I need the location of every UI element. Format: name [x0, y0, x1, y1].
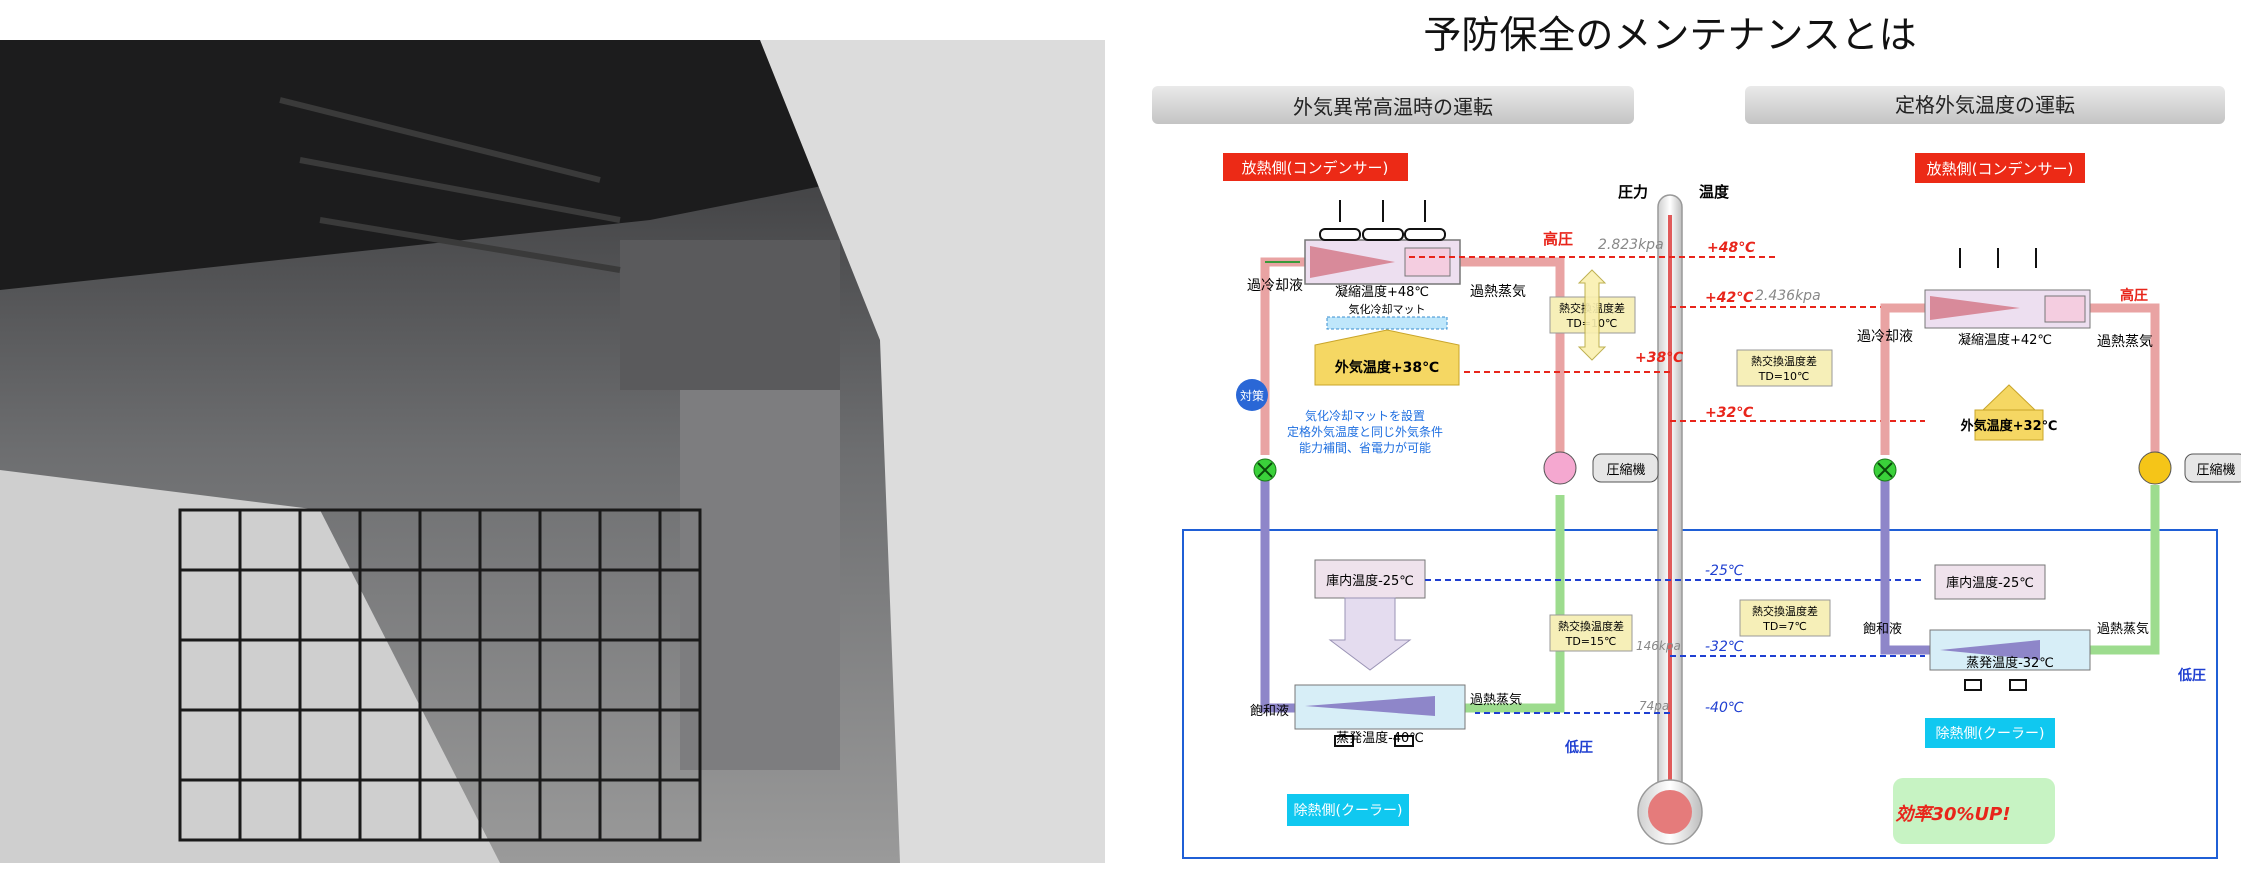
left-diff-bottom-value: TD=15℃: [1565, 635, 1617, 648]
right-room-temp: 庫内温度-25℃: [1946, 575, 2034, 591]
pressure-label: 圧力: [1618, 183, 1648, 201]
temp-minus-40: -40℃: [1705, 700, 1744, 716]
left-high-pressure: 高圧: [1543, 230, 1573, 248]
left-diff-bottom-title: 熱交換温度差: [1558, 619, 1624, 633]
refrigeration-diagram: 予防保全のメンテナンスとは 外気異常高温時の運転 定格外気温度の運転 圧力 温度: [1105, 0, 2241, 871]
temp-38: +38℃: [1635, 350, 1683, 366]
left-low-pressure: 低圧: [1564, 739, 1593, 756]
pressure-74: 74pa: [1639, 699, 1669, 713]
right-compressor: 圧縮機: [2196, 462, 2235, 478]
right-ambient: 外気温度+32℃: [1960, 418, 2058, 434]
left-condense-temp: 凝縮温度+48℃: [1335, 284, 1429, 300]
left-compressor: 圧縮機: [1606, 462, 1645, 478]
left-note-1: 気化冷却マットを設置: [1305, 408, 1425, 423]
temp-48: +48℃: [1707, 240, 1755, 256]
right-low-pressure: 低圧: [2177, 667, 2206, 684]
left-ambient: 外気温度+38℃: [1335, 359, 1439, 376]
right-cooler-label: 除熱側(クーラー): [1936, 726, 2045, 742]
left-panel-header-text: 外気異常高温時の運転: [1293, 95, 1493, 119]
temperature-label: 温度: [1699, 183, 1730, 201]
right-diff-bottom-value: TD=7℃: [1762, 620, 1807, 633]
left-saturated: 飽和液: [1250, 704, 1289, 719]
right-condenser-label: 放熱側(コンデンサー): [1927, 160, 2074, 178]
temp-minus-32: -32℃: [1705, 639, 1744, 655]
right-diff-top-value: TD=10℃: [1758, 370, 1810, 383]
page-title: 予防保全のメンテナンスとは: [1423, 13, 1916, 57]
efficiency-badge: 効率30%UP!: [1895, 804, 2010, 825]
right-superheated-top: 過熱蒸気: [2097, 334, 2153, 350]
left-superheated-top: 過熱蒸気: [1470, 284, 1526, 300]
thermometer: [1638, 195, 1702, 844]
right-diff-bottom-title: 熱交換温度差: [1752, 604, 1818, 618]
pressure-2436: 2.436kpa: [1755, 288, 1821, 304]
left-note-3: 能力補間、省電力が可能: [1299, 440, 1431, 455]
right-superheated-bottom: 過熱蒸気: [2097, 621, 2149, 637]
temp-32: +32℃: [1705, 405, 1753, 421]
left-cooling-mat: 気化冷却マット: [1349, 302, 1426, 316]
left-superheated-bottom: 過熱蒸気: [1470, 692, 1522, 708]
right-evap-temp: 蒸発温度-32℃: [1966, 655, 2054, 671]
left-subcooled: 過冷却液: [1247, 278, 1303, 294]
right-high-pressure: 高圧: [2120, 287, 2148, 304]
left-note-2: 定格外気温度と同じ外気条件: [1287, 424, 1443, 439]
right-condense-temp: 凝縮温度+42℃: [1958, 332, 2052, 348]
left-cooler-label: 除熱側(クーラー): [1294, 803, 1403, 819]
left-condenser-label: 放熱側(コンデンサー): [1242, 159, 1389, 177]
right-saturated: 飽和液: [1863, 622, 1902, 637]
right-cycle: [1874, 248, 2241, 690]
right-panel-header-text: 定格外気温度の運転: [1895, 93, 2075, 117]
left-room-temp: 庫内温度-25℃: [1326, 573, 1414, 589]
right-subcooled: 過冷却液: [1857, 329, 1913, 345]
equipment-photo: [0, 40, 1105, 863]
temp-42: +42℃: [1705, 290, 1753, 306]
pressure-2823: 2.823kpa: [1598, 237, 1664, 253]
right-diff-top-title: 熱交換温度差: [1751, 354, 1817, 368]
temp-minus-25: -25℃: [1705, 563, 1744, 579]
left-evap-temp: 蒸発温度-40℃: [1336, 730, 1424, 746]
pressure-146: 146kpa: [1636, 639, 1681, 653]
left-badge: 対策: [1240, 389, 1264, 403]
